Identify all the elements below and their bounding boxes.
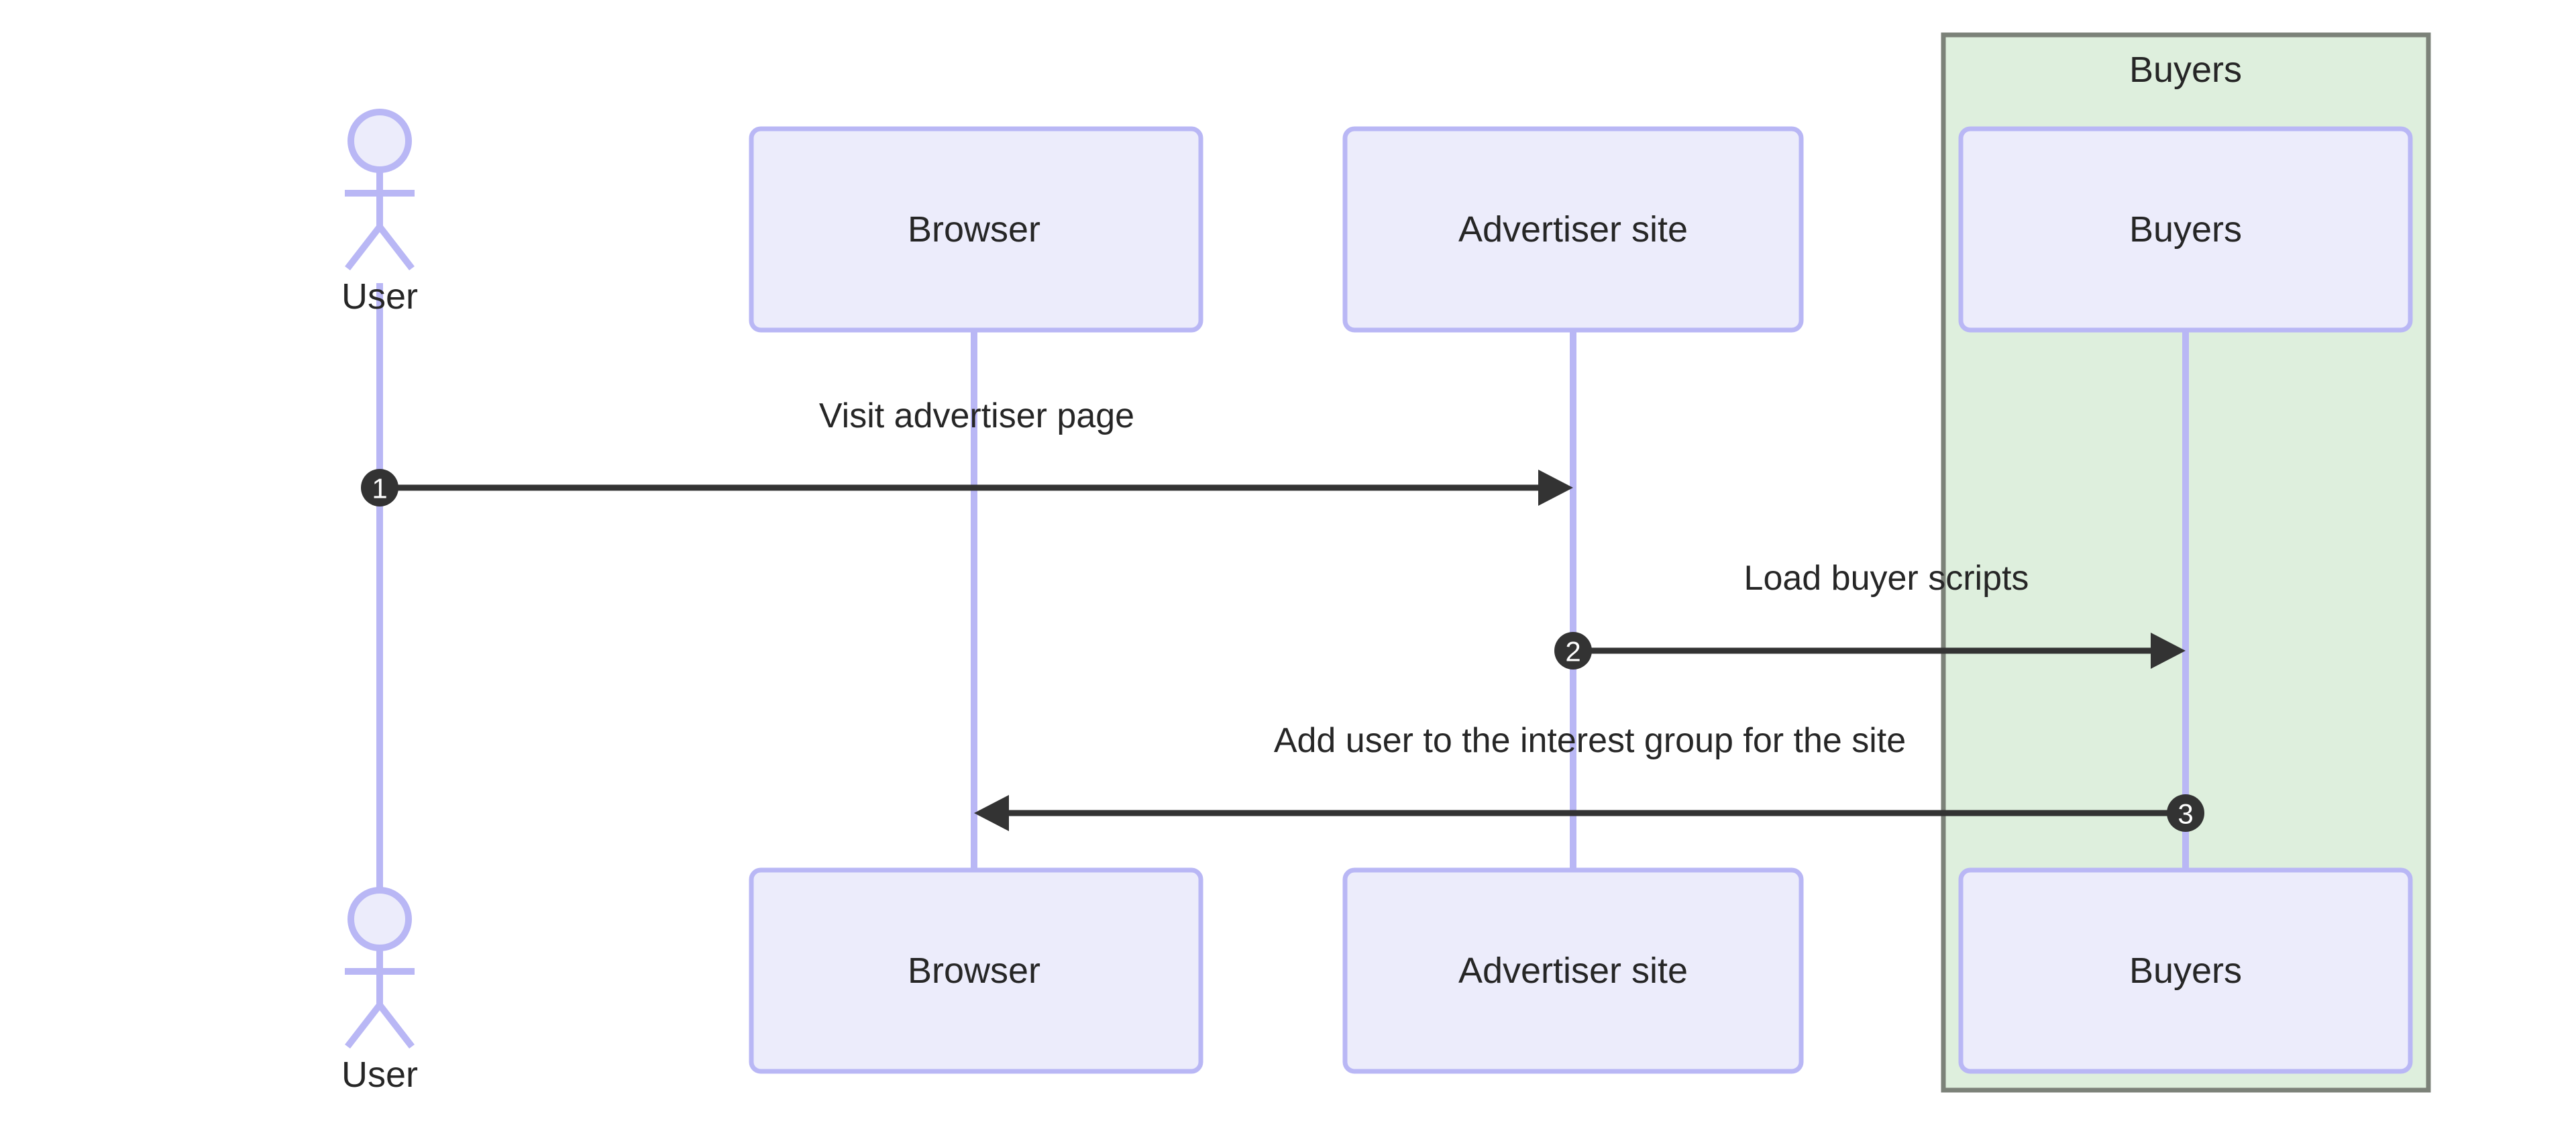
message-arrowhead [974, 795, 1009, 831]
actor-label-user-bottom: User [341, 1055, 418, 1095]
participant-box [1958, 867, 2413, 1074]
actor-head-icon [347, 887, 412, 951]
sequence-number: 1 [372, 473, 387, 504]
participant-label-advertiser-bottom: Advertiser site [1458, 951, 1688, 991]
message-arrowhead [1538, 470, 1573, 506]
participant-browser-top[interactable]: Browser [749, 126, 1203, 333]
participant-box [749, 867, 1203, 1074]
messages: Visit advertiser page 1 Load buyer scrip… [361, 396, 2204, 832]
message-label: Visit advertiser page [819, 396, 1134, 435]
actor-head-icon [347, 109, 412, 173]
sequence-badge [2167, 794, 2204, 832]
participant-buyers-top[interactable]: Buyers [1958, 126, 2413, 333]
participant-headers-top: User Browser Advertiser site Buyers [341, 109, 2413, 333]
sequence-badge [1554, 632, 1592, 670]
participant-label-buyers-bottom: Buyers [2129, 951, 2242, 991]
lifelines [376, 283, 2189, 917]
sequence-number: 3 [2178, 798, 2193, 830]
participant-box [749, 126, 1203, 333]
sequence-number: 2 [1565, 636, 1580, 667]
message-3[interactable]: Add user to the interest group for the s… [974, 721, 2204, 832]
actor-user-bottom[interactable]: User [341, 887, 418, 1095]
actor-body-icon [345, 170, 415, 271]
participant-box [1342, 126, 1804, 333]
message-label: Add user to the interest group for the s… [1274, 721, 1906, 760]
actor-label-user-top: User [341, 276, 418, 317]
sequence-badge [361, 469, 398, 506]
participant-label-browser-bottom: Browser [908, 951, 1040, 991]
participant-browser-bottom[interactable]: Browser [749, 867, 1203, 1074]
participant-buyers-bottom[interactable]: Buyers [1958, 867, 2413, 1074]
participant-label-buyers-top: Buyers [2129, 209, 2242, 250]
actor-user-top[interactable]: User [341, 109, 418, 317]
message-1[interactable]: Visit advertiser page 1 [361, 396, 1573, 506]
message-2[interactable]: Load buyer scripts 2 [1554, 559, 2186, 670]
participant-headers-bottom: User Browser Advertiser site Buyers [341, 867, 2413, 1095]
participant-advertiser-top[interactable]: Advertiser site [1342, 126, 1804, 333]
actor-body-icon [345, 948, 415, 1049]
participant-box [1958, 126, 2413, 333]
group-label: Buyers [2129, 50, 2242, 90]
message-label: Load buyer scripts [1744, 559, 2029, 598]
message-arrowhead [2151, 633, 2186, 669]
participant-label-advertiser-top: Advertiser site [1458, 209, 1688, 250]
participant-label-browser-top: Browser [908, 209, 1040, 250]
participant-box [1342, 867, 1804, 1074]
participant-advertiser-bottom[interactable]: Advertiser site [1342, 867, 1804, 1074]
